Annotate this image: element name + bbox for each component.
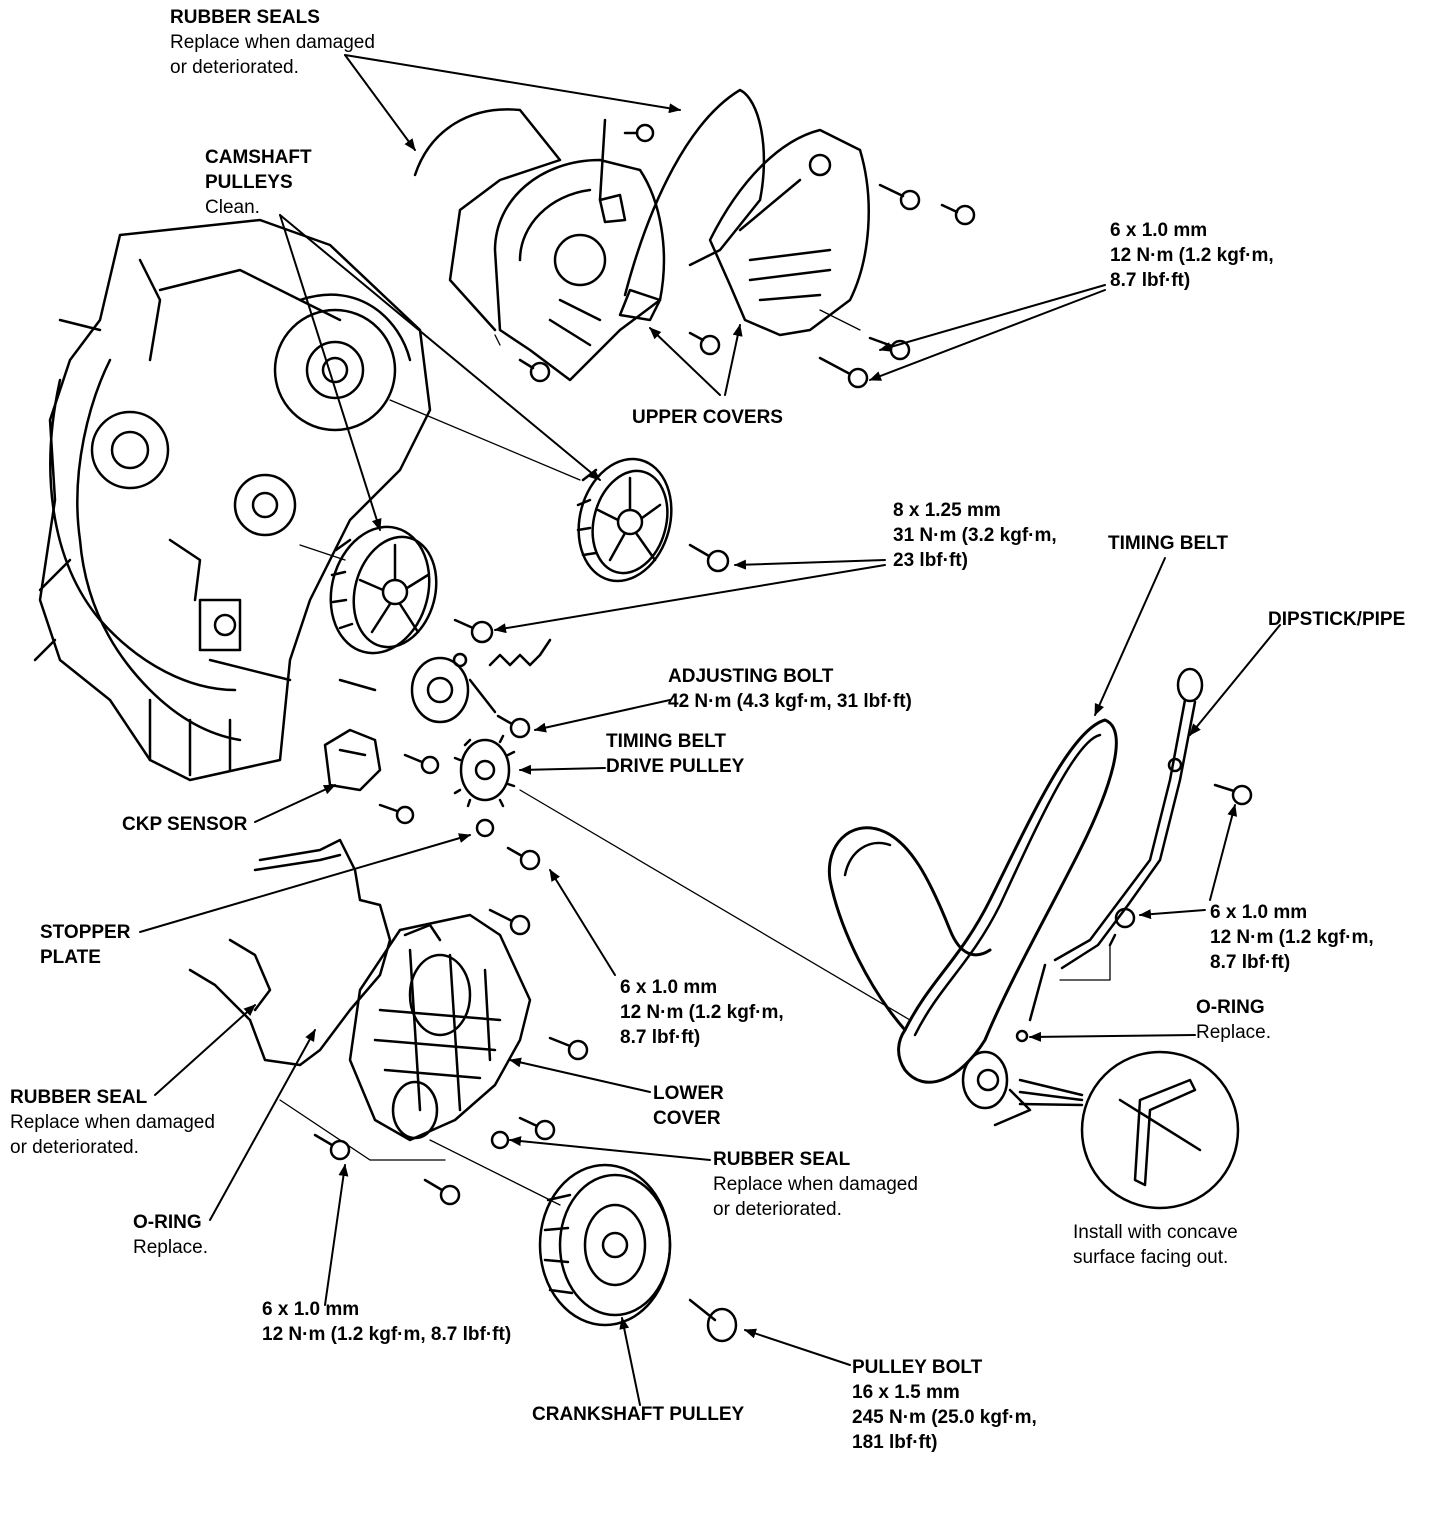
spec-upper-3: 8.7 lbf·ft) <box>1110 270 1191 291</box>
label-camshaft-pulleys: CAMSHAFT PULLEYS Clean. <box>205 145 312 220</box>
spec-dip-3: 8.7 lbf·ft) <box>1210 952 1291 973</box>
drive-pulley-title-2: DRIVE PULLEY <box>606 756 745 777</box>
spec-dip-2: 12 N·m (1.2 kgf·m, <box>1210 927 1374 948</box>
label-adjusting-bolt: ADJUSTING BOLT 42 N·m (4.3 kgf·m, 31 lbf… <box>668 664 912 714</box>
label-timing-belt: TIMING BELT <box>1108 531 1228 556</box>
crank-washer <box>961 1050 1032 1127</box>
camshaft-title-2: PULLEYS <box>205 172 293 193</box>
rubber-seal-left-title: RUBBER SEAL <box>10 1087 148 1108</box>
ckp-sensor-title: CKP SENSOR <box>122 814 248 835</box>
rubber-seal-mid-note-2: or deteriorated. <box>713 1199 842 1220</box>
o-ring-right-note: Replace. <box>1196 1022 1271 1043</box>
upper-bolts <box>518 123 976 389</box>
rubber-seals-note-2: or deteriorated. <box>170 57 299 78</box>
spec-upper-1: 6 x 1.0 mm <box>1110 220 1208 241</box>
lower-cover-title-2: COVER <box>653 1108 721 1129</box>
label-upper-covers: UPPER COVERS <box>632 405 783 430</box>
label-ckp-sensor: CKP SENSOR <box>122 812 247 837</box>
adjusting-bolt-title: ADJUSTING BOLT <box>668 666 834 687</box>
leader-lines <box>139 54 1281 1406</box>
spec-cam-2: 31 N·m (3.2 kgf·m, <box>893 525 1057 546</box>
dipstick-pipe <box>1028 667 1253 1022</box>
spec-lower-3: 8.7 lbf·ft) <box>620 1027 701 1048</box>
timing-belt-drive-pulley <box>453 734 516 808</box>
o-ring-right-part <box>1015 1029 1029 1043</box>
spec-bottom-1: 6 x 1.0 mm <box>262 1299 360 1320</box>
rubber-seals-title: RUBBER SEALS <box>170 7 320 28</box>
label-dipstick-pipe: DIPSTICK/PIPE <box>1268 607 1405 632</box>
stopper-plate-title-2: PLATE <box>40 947 101 968</box>
rubber-seal-mid-note-1: Replace when damaged <box>713 1174 918 1195</box>
label-spec-dipstick: 6 x 1.0 mm 12 N·m (1.2 kgf·m, 8.7 lbf·ft… <box>1210 900 1374 975</box>
o-ring-left-note: Replace. <box>133 1237 208 1258</box>
timing-belt-title: TIMING BELT <box>1108 533 1228 554</box>
pulley-bolt-spec-1: 16 x 1.5 mm <box>852 1382 960 1403</box>
o-ring-left-title: O-RING <box>133 1212 202 1233</box>
label-spec-upper-covers: 6 x 1.0 mm 12 N·m (1.2 kgf·m, 8.7 lbf·ft… <box>1110 218 1274 293</box>
tensioner-assembly <box>338 638 552 739</box>
crankshaft-pulley-title: CRANKSHAFT PULLEY <box>532 1404 745 1425</box>
adjusting-bolt-spec: 42 N·m (4.3 kgf·m, 31 lbf·ft) <box>668 691 912 712</box>
lower-cover-title-1: LOWER <box>653 1083 724 1104</box>
rubber-seal-left-note-2: or deteriorated. <box>10 1137 139 1158</box>
camshaft-pulley-upper <box>576 457 730 583</box>
camshaft-pulley-lower <box>329 525 494 655</box>
rubber-seals-note-1: Replace when damaged <box>170 32 375 53</box>
label-o-ring-right: O-RING Replace. <box>1196 995 1271 1045</box>
install-detail-circle <box>1018 1050 1240 1210</box>
camshaft-note: Clean. <box>205 197 260 218</box>
pulley-bolt-spec-3: 181 lbf·ft) <box>852 1432 938 1453</box>
label-spec-bottom: 6 x 1.0 mm 12 N·m (1.2 kgf·m, 8.7 lbf·ft… <box>262 1297 511 1347</box>
upper-covers-title: UPPER COVERS <box>632 407 783 428</box>
upper-cover-front <box>708 128 870 337</box>
label-install-note: Install with concave surface facing out. <box>1073 1220 1238 1270</box>
spec-lower-2: 12 N·m (1.2 kgf·m, <box>620 1002 784 1023</box>
label-rubber-seal-mid: RUBBER SEAL Replace when damaged or dete… <box>713 1147 918 1222</box>
spec-lower-1: 6 x 1.0 mm <box>620 977 718 998</box>
stopper-plate-title-1: STOPPER <box>40 922 131 943</box>
rubber-seal-left-note-1: Replace when damaged <box>10 1112 215 1133</box>
spec-cam-1: 8 x 1.25 mm <box>893 500 1001 521</box>
upper-cover-rear <box>493 118 666 382</box>
label-spec-lower-cover: 6 x 1.0 mm 12 N·m (1.2 kgf·m, 8.7 lbf·ft… <box>620 975 784 1050</box>
spec-bottom-2: 12 N·m (1.2 kgf·m, 8.7 lbf·ft) <box>262 1324 512 1345</box>
crankshaft-pulley <box>538 1163 738 1343</box>
spec-upper-2: 12 N·m (1.2 kgf·m, <box>1110 245 1274 266</box>
timing-belt <box>827 718 1118 1084</box>
spec-cam-3: 23 lbf·ft) <box>893 550 968 571</box>
label-timing-belt-drive-pulley: TIMING BELT DRIVE PULLEY <box>606 729 744 779</box>
label-crankshaft-pulley: CRANKSHAFT PULLEY <box>532 1402 744 1427</box>
label-o-ring-left: O-RING Replace. <box>133 1210 208 1260</box>
dipstick-title: DIPSTICK/PIPE <box>1268 609 1406 630</box>
ckp-sensor <box>323 728 440 825</box>
spec-dip-1: 6 x 1.0 mm <box>1210 902 1308 923</box>
install-note-2: surface facing out. <box>1073 1247 1229 1268</box>
label-rubber-seal-left: RUBBER SEAL Replace when damaged or dete… <box>10 1085 215 1160</box>
lower-cover <box>313 908 589 1206</box>
rubber-seals-upper <box>413 88 766 332</box>
camshaft-title-1: CAMSHAFT <box>205 147 312 168</box>
label-pulley-bolt: PULLEY BOLT 16 x 1.5 mm 245 N·m (25.0 kg… <box>852 1355 1037 1455</box>
rubber-seal-mid-title: RUBBER SEAL <box>713 1149 851 1170</box>
engine-block <box>33 218 432 782</box>
alignment-lines <box>279 309 1111 1206</box>
pulley-bolt-spec-2: 245 N·m (25.0 kgf·m, <box>852 1407 1037 1428</box>
label-lower-cover: LOWER COVER <box>653 1081 724 1131</box>
label-rubber-seals-top: RUBBER SEALS Replace when damaged or det… <box>170 5 375 80</box>
label-stopper-plate: STOPPER PLATE <box>40 920 130 970</box>
pulley-bolt-title: PULLEY BOLT <box>852 1357 983 1378</box>
label-spec-camshaft: 8 x 1.25 mm 31 N·m (3.2 kgf·m, 23 lbf·ft… <box>893 498 1057 573</box>
o-ring-right-title: O-RING <box>1196 997 1265 1018</box>
drive-pulley-title-1: TIMING BELT <box>606 731 726 752</box>
install-note-1: Install with concave <box>1073 1222 1238 1243</box>
stopper-plate-and-seal <box>188 818 541 1067</box>
